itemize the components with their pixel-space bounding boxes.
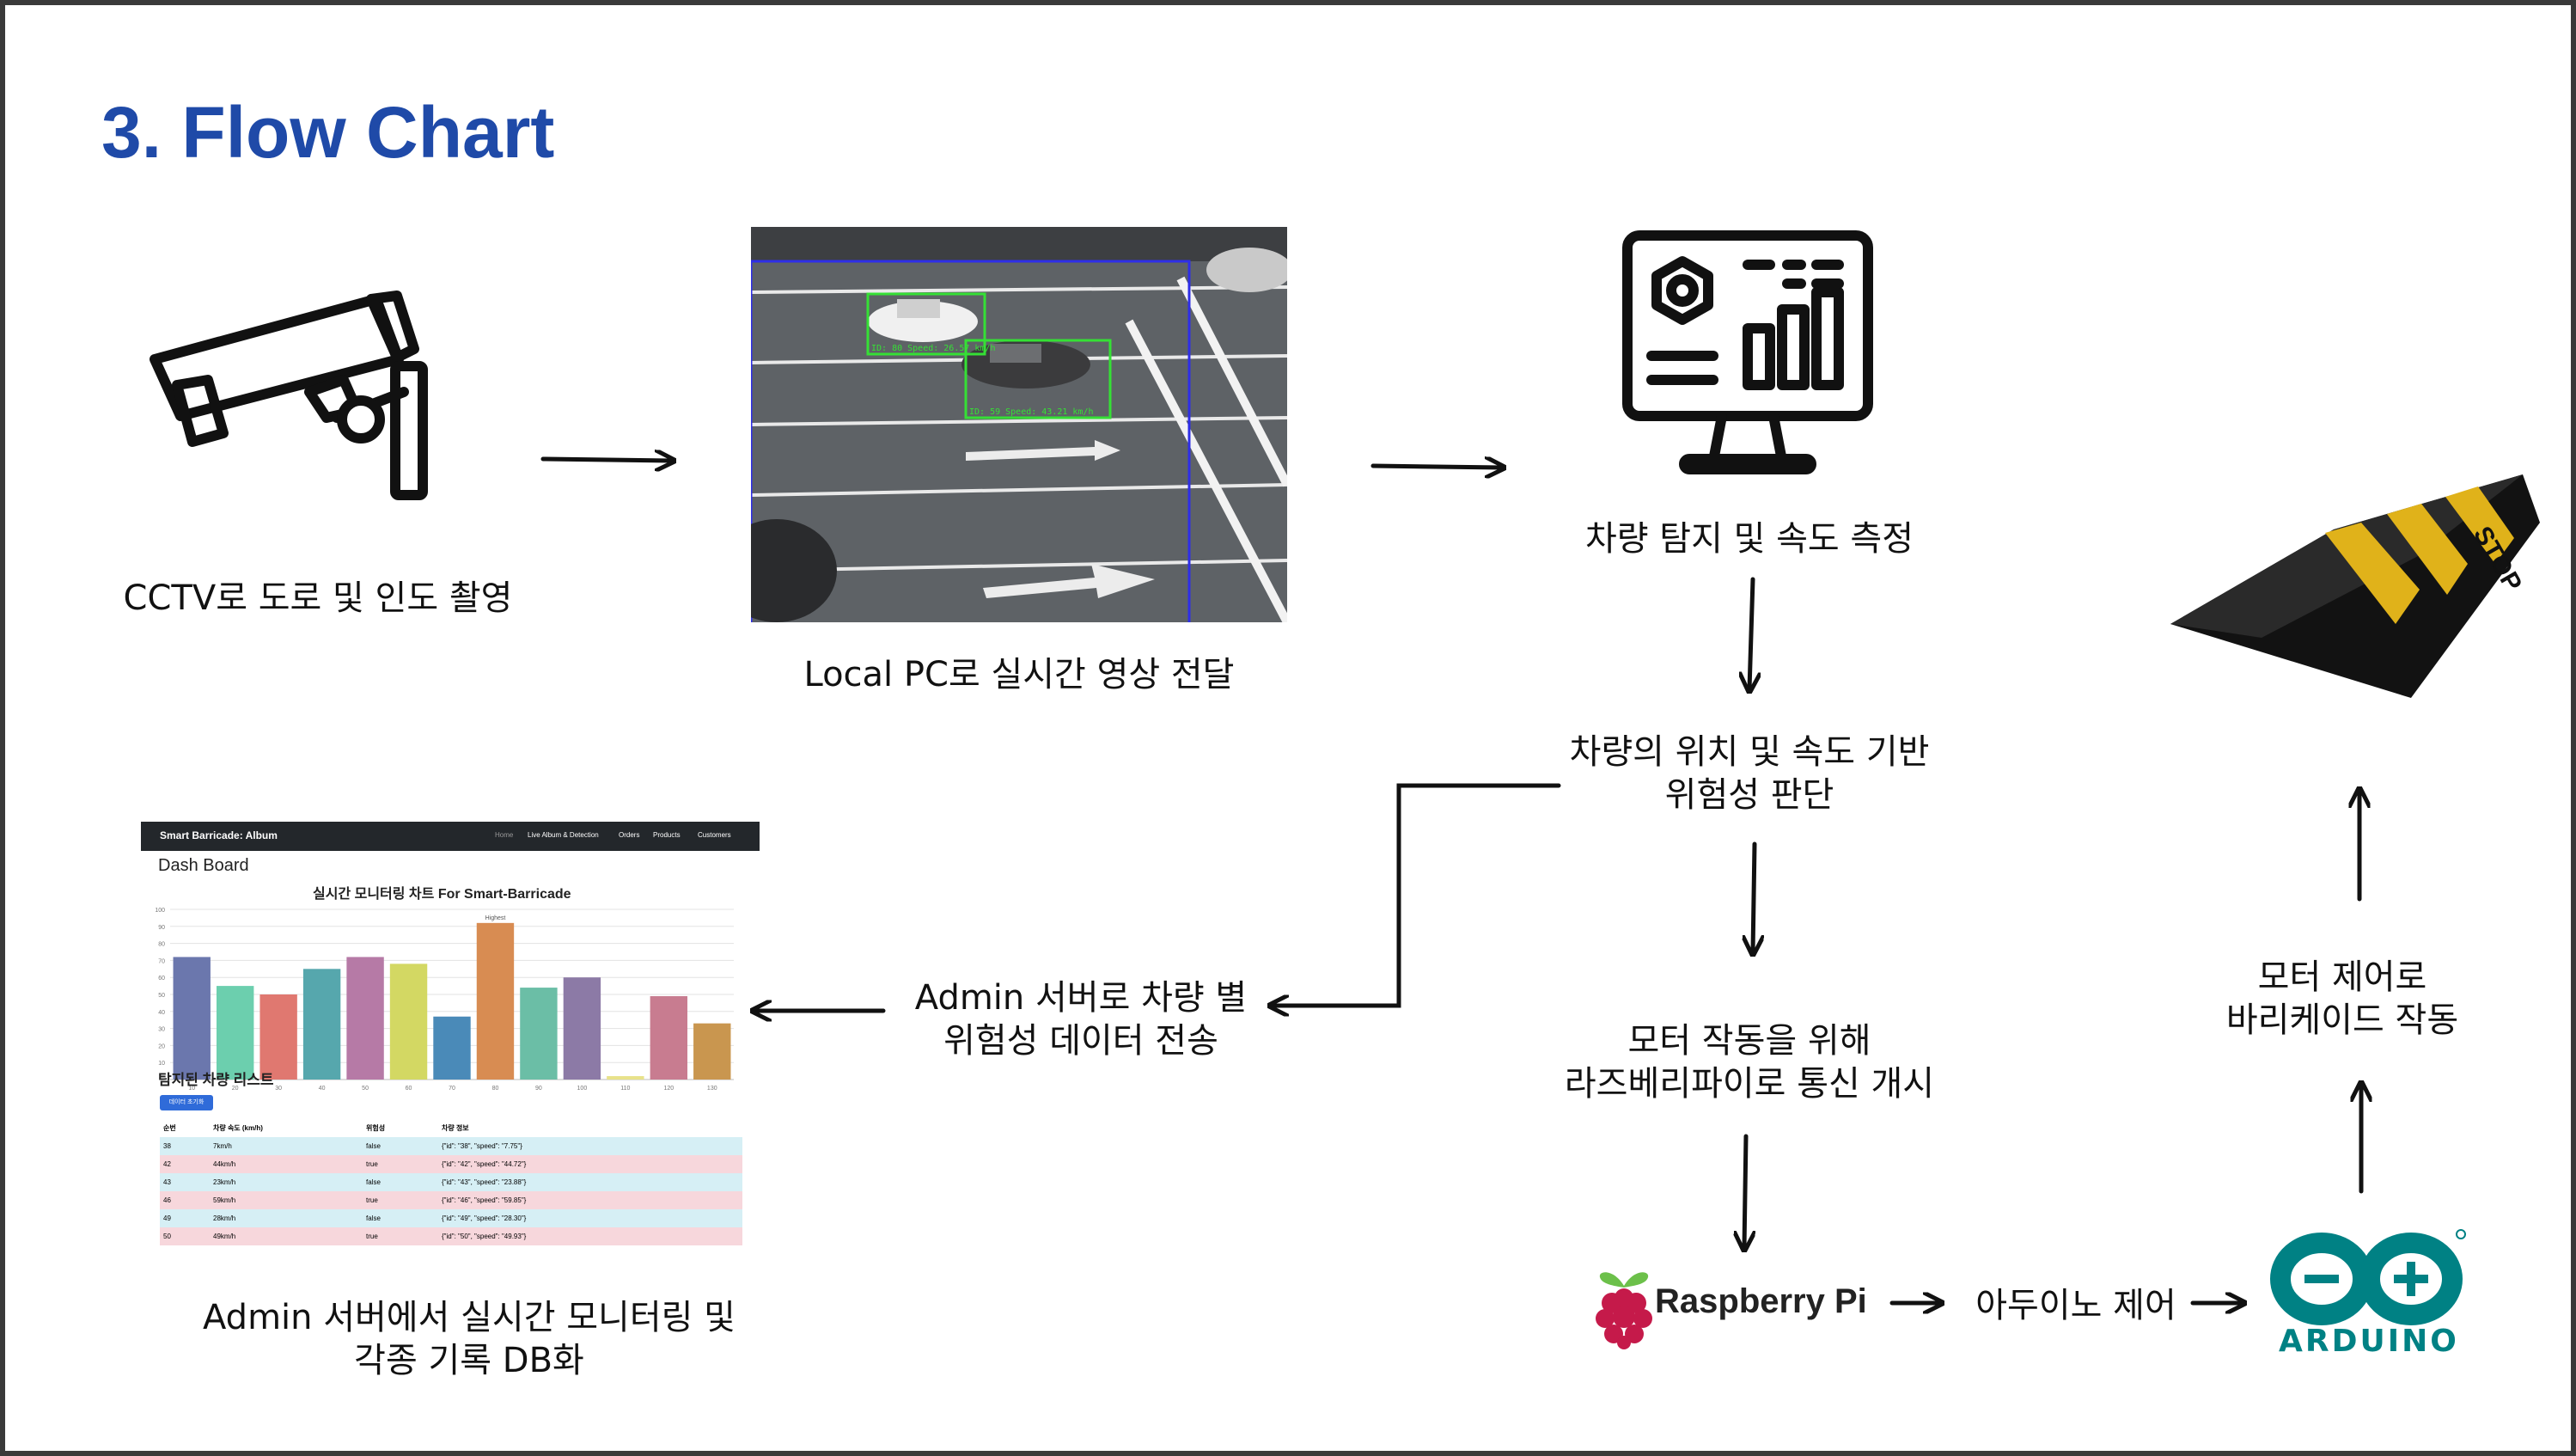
slide-title: 3. Flow Chart bbox=[101, 92, 555, 173]
detection-label-2: ID: 59 Speed: 43.21 km/h bbox=[969, 407, 1094, 417]
dashboard-chart-title: 실시간 모니터링 차트 For Smart-Barricade bbox=[313, 887, 571, 902]
dashboard-bar-chart: 100 90 80 70 60 50 40 30 20 10 10 20 30 40 50 60 70 80 Hig… bbox=[155, 908, 734, 1092]
arrow-cctv-to-pc bbox=[540, 459, 672, 461]
y-tick-label: 100 bbox=[155, 908, 165, 914]
arrow-pc-to-detect bbox=[1370, 466, 1502, 468]
y-tick-label: 10 bbox=[158, 1061, 165, 1067]
x-tick-label: 70 bbox=[449, 1086, 455, 1092]
x-tick-label: 120 bbox=[663, 1086, 674, 1092]
chart-bar bbox=[693, 1023, 731, 1080]
y-tick-label: 50 bbox=[158, 993, 165, 999]
y-tick-label: 30 bbox=[158, 1027, 165, 1033]
admin-dashboard-screenshot: Smart Barricade: Album Home Live Album &… bbox=[141, 822, 760, 1260]
column-header-info: 차량 정보 bbox=[442, 1124, 469, 1132]
dashboard-nav-live[interactable]: Live Album & Detection bbox=[528, 831, 599, 839]
y-tick-label: 90 bbox=[158, 925, 165, 931]
chart-bar bbox=[346, 957, 384, 1080]
flow-connectors bbox=[540, 5, 2571, 1451]
step-barricade-label-1: 모터 제어로 bbox=[2257, 957, 2427, 997]
x-tick-label: 10 bbox=[188, 1086, 195, 1092]
step-cctv-label: CCTV로 도로 및 인도 촬영 bbox=[123, 578, 513, 618]
barricade-image: STOP bbox=[2170, 474, 2540, 698]
arduino-text: ARDUINO bbox=[2279, 1324, 2459, 1359]
chart-bar bbox=[563, 977, 601, 1080]
reset-data-button[interactable]: 데이터 초기화 bbox=[160, 1095, 213, 1110]
arduino-logo-icon bbox=[2270, 1229, 2466, 1325]
x-tick-label: 50 bbox=[362, 1086, 369, 1092]
column-header-speed: 차량 속도 (km/h) bbox=[213, 1124, 263, 1132]
x-tick-label: 90 bbox=[535, 1086, 542, 1092]
cctv-camera-icon bbox=[150, 291, 428, 500]
x-tick-label: 80 bbox=[492, 1086, 499, 1092]
arrow-risk-to-admin bbox=[1272, 783, 1561, 1006]
chart-bar bbox=[520, 988, 558, 1080]
step-local-pc-label: Local PC로 실시간 영상 전달 bbox=[803, 655, 1235, 694]
step-risk-label-1: 차량의 위치 및 속도 기반 bbox=[1569, 732, 1930, 772]
x-tick-label: 110 bbox=[620, 1086, 630, 1092]
raspberry-pi-text: Raspberry Pi bbox=[1655, 1282, 1867, 1320]
y-tick-label: 70 bbox=[158, 958, 165, 964]
chart-bar bbox=[259, 994, 297, 1080]
dashboard-heading: Dash Board bbox=[158, 856, 249, 875]
x-tick-label: 30 bbox=[275, 1086, 282, 1092]
chart-bar bbox=[389, 964, 428, 1080]
dashboard-nav-orders[interactable]: Orders bbox=[619, 831, 640, 839]
dashboard-brand: Smart Barricade: Album bbox=[160, 829, 278, 841]
column-header-risk: 위험성 bbox=[366, 1124, 386, 1132]
arrow-motor-to-raspberry bbox=[1744, 1134, 1746, 1248]
step-barricade-label-2: 바리케이드 작동 bbox=[2225, 1000, 2459, 1040]
chart-bar bbox=[476, 922, 515, 1080]
step-arduino-ctrl-label: 아두이노 제어 bbox=[1975, 1286, 2176, 1325]
dashboard-nav-home[interactable]: Home bbox=[495, 831, 514, 839]
road-detection-image: ID: 80 Speed: 26.57 km/h ID: 59 Speed: 4… bbox=[751, 227, 1287, 622]
y-tick-label: 20 bbox=[158, 1043, 165, 1049]
step-risk-label-2: 위험성 판단 bbox=[1664, 775, 1834, 815]
arrow-risk-to-motor bbox=[1753, 841, 1755, 952]
chart-bar bbox=[216, 986, 254, 1080]
step-admin-send-label-1: Admin 서버로 차량 별 bbox=[914, 978, 1248, 1018]
dashboard-nav-products[interactable]: Products bbox=[653, 831, 681, 839]
slide: 3. Flow Chart CCTV로 도로 및 인도 촬영 bbox=[5, 5, 2571, 1451]
step-monitor-label-2: 각종 기록 DB화 bbox=[354, 1341, 584, 1380]
dashboard-nav-customers[interactable]: Customers bbox=[698, 831, 731, 839]
step-monitor-label-1: Admin 서버에서 실시간 모니터링 및 bbox=[203, 1298, 736, 1337]
y-tick-label: 80 bbox=[158, 942, 165, 948]
arrow-detect-to-risk bbox=[1749, 577, 1753, 689]
detection-label-1: ID: 80 Speed: 26.57 km/h bbox=[871, 344, 996, 353]
chart-bar bbox=[607, 1076, 644, 1080]
x-tick-label: 20 bbox=[232, 1086, 239, 1092]
x-tick-label: 100 bbox=[577, 1086, 588, 1092]
chart-bar bbox=[302, 969, 341, 1080]
dashboard-list-title: 탐지된 차량 리스트 bbox=[158, 1072, 274, 1088]
step-motor-label-1: 모터 작동을 위해 bbox=[1627, 1021, 1871, 1061]
y-tick-label: 60 bbox=[158, 976, 165, 982]
chart-bar bbox=[433, 1016, 471, 1080]
dashboard-navbar: Smart Barricade: Album Home Live Album &… bbox=[141, 822, 760, 851]
column-header-index: 순번 bbox=[163, 1124, 176, 1132]
step-admin-send-label-2: 위험성 데이터 전송 bbox=[943, 1021, 1218, 1061]
x-tick-label: 40 bbox=[319, 1086, 326, 1092]
highest-annotation: Highest bbox=[485, 915, 506, 921]
step-detect-label: 차량 탐지 및 속도 측정 bbox=[1584, 519, 1914, 559]
chart-bar bbox=[650, 995, 688, 1080]
monitor-analytics-icon bbox=[1622, 230, 1873, 474]
x-tick-label: 130 bbox=[707, 1086, 717, 1092]
chart-bar bbox=[173, 957, 211, 1080]
raspberry-pi-logo-icon bbox=[1596, 1272, 1652, 1349]
x-tick-label: 60 bbox=[406, 1086, 412, 1092]
step-motor-label-2: 라즈베리파이로 통신 개시 bbox=[1564, 1064, 1935, 1104]
y-tick-label: 40 bbox=[158, 1010, 165, 1016]
